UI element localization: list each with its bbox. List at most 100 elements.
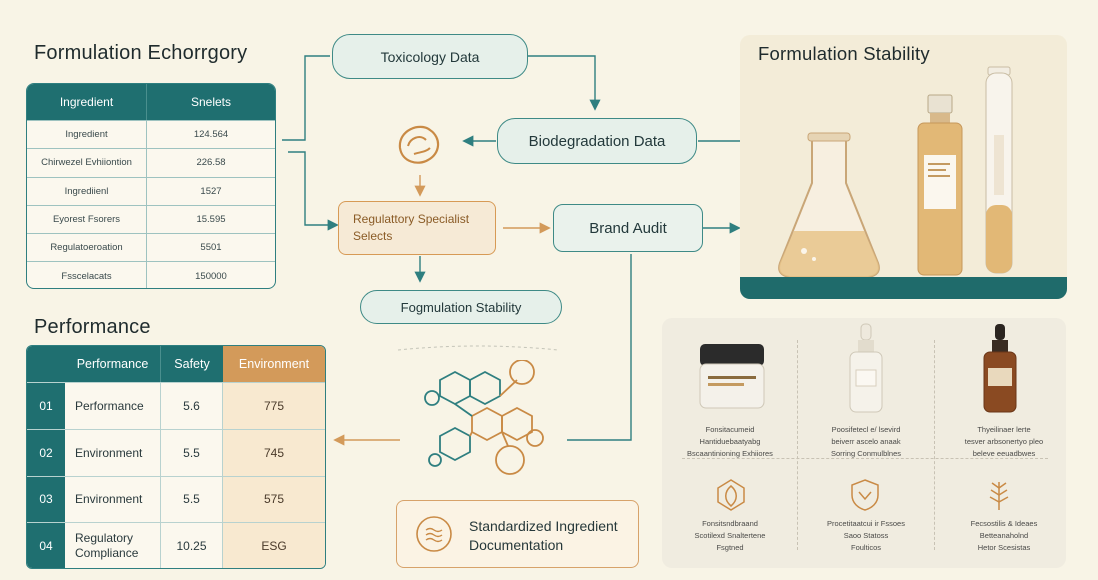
performance-title: Performance bbox=[34, 316, 151, 338]
product-note-text: Fsgtned bbox=[716, 543, 744, 552]
product-note-text: Scotilexd Snaltertene bbox=[694, 531, 766, 540]
left-title: Formulation Echorrgory bbox=[34, 42, 248, 64]
product-note-text: Saoo Statoss bbox=[843, 531, 889, 540]
table-row: 01 Performance 5.6 775 bbox=[27, 382, 325, 429]
product-text: beleve eeuadbwes bbox=[972, 449, 1036, 458]
table-row: 04 Regulatory Compliance 10.25 ESG bbox=[27, 522, 325, 568]
table-cell: 5501 bbox=[200, 242, 222, 254]
table-cell: 1527 bbox=[200, 185, 222, 197]
connector-table-regulatory bbox=[288, 151, 339, 231]
header-index bbox=[27, 346, 65, 382]
leaf-badge-icon bbox=[717, 479, 745, 511]
table-row: 02 Environment 5.5 745 bbox=[27, 428, 325, 476]
row-index: 02 bbox=[27, 429, 65, 476]
row-environment: 775 bbox=[223, 383, 325, 429]
table-cell: Eyorest Fsorers bbox=[27, 205, 147, 234]
row-safety: 5.6 bbox=[161, 383, 223, 429]
connector-tox-bio bbox=[528, 55, 601, 111]
documentation-line1: Standardized Ingredient bbox=[469, 518, 618, 534]
header-environment: Environment bbox=[223, 346, 325, 382]
stability-panel: Formulation Stability bbox=[740, 35, 1067, 299]
regulatory-line2: Selects bbox=[353, 229, 393, 243]
stability-title: Formulation Stability bbox=[758, 43, 930, 64]
organism-icon bbox=[398, 125, 440, 164]
product-note-text: Betteanaholnd bbox=[979, 531, 1029, 540]
table-cell: 150000 bbox=[195, 270, 227, 282]
connector-table-toxicology bbox=[282, 55, 330, 141]
row-environment: 575 bbox=[223, 476, 325, 523]
product-note-3: Fecsostilis & Ideaes Betteanaholnd Hetor… bbox=[944, 518, 1064, 554]
table-header: Ingredient Snelets bbox=[27, 84, 275, 120]
table-row: Eyorest Fsorers 15.595 bbox=[27, 204, 275, 234]
row-safety: 5.5 bbox=[161, 429, 223, 476]
header-snelets: Snelets bbox=[190, 95, 232, 109]
row-name: Environment bbox=[65, 476, 161, 523]
product-note-text: Hetor Scesistas bbox=[977, 543, 1031, 552]
test-tube-icon bbox=[985, 66, 1013, 274]
documentation-node: Standardized Ingredient Documentation bbox=[396, 500, 639, 568]
product-description-1: Fonsitacumeid Hantiduebaatyabg Bscaantin… bbox=[670, 424, 790, 460]
product-text: beiverr ascelo anaak bbox=[831, 437, 901, 446]
row-safety: 5.5 bbox=[161, 476, 223, 523]
table-row: Chirwezel Evhiiontion 226.58 bbox=[27, 148, 275, 177]
divider bbox=[797, 340, 798, 550]
row-index: 03 bbox=[27, 476, 65, 523]
biodegradation-node: Biodegradation Data bbox=[497, 118, 697, 164]
ingredients-table: Ingredient Snelets Ingredient 124.564 Chi… bbox=[26, 83, 276, 289]
product-text: Thyeilinaer lerte bbox=[977, 425, 1031, 434]
table-row: 03 Environment 5.5 575 bbox=[27, 475, 325, 523]
stability-node: Fogmulation Stability bbox=[360, 290, 562, 324]
table-cell: 15.595 bbox=[196, 214, 226, 226]
product-note-text: Fonsitsndbraand bbox=[702, 519, 758, 528]
toxicology-node: Toxicology Data bbox=[332, 34, 528, 79]
table-cell: 124.564 bbox=[193, 129, 229, 141]
row-environment: ESG bbox=[223, 523, 325, 568]
product-text: Poosifetecl e/ lsevird bbox=[831, 425, 901, 434]
brand-audit-node: Brand Audit bbox=[553, 204, 703, 252]
document-wave-icon bbox=[416, 516, 452, 552]
cream-jar-icon bbox=[699, 344, 765, 409]
table-header: Performance Safety Environment bbox=[27, 346, 325, 382]
regulatory-node: Regulattory Specialist Selects bbox=[338, 201, 496, 255]
row-name: Regulatory Compliance bbox=[65, 523, 161, 568]
product-note-2: Procetitaatcui ir Fssoes Saoo Statoss Fo… bbox=[806, 518, 926, 554]
flask-icon bbox=[778, 132, 880, 278]
shelf bbox=[740, 277, 1067, 299]
header-performance: Performance bbox=[65, 346, 161, 382]
regulatory-line1: Regulattory Specialist bbox=[353, 211, 470, 226]
row-index: 01 bbox=[27, 383, 65, 429]
molecule-icon bbox=[424, 360, 544, 475]
connector-brand-molecule bbox=[567, 254, 632, 441]
table-cell: Chirwezel Evhiiontion bbox=[27, 149, 147, 177]
product-description-2: Poosifetecl e/ lsevird beiverr ascelo an… bbox=[806, 424, 926, 460]
header-safety: Safety bbox=[161, 346, 223, 382]
table-row: Regulatoeroation 5501 bbox=[27, 233, 275, 262]
table-cell: Ingrediienl bbox=[27, 177, 147, 205]
row-safety: 10.25 bbox=[161, 523, 223, 568]
products-panel: Fonsitacumeid Hantiduebaatyabg Bscaantin… bbox=[662, 318, 1066, 568]
product-note-text: Fecsostilis & Ideaes bbox=[970, 519, 1038, 528]
molecule-dashed-arc bbox=[397, 345, 559, 351]
table-cell: Ingredient bbox=[27, 121, 147, 149]
dropper-bottle-white-icon bbox=[849, 323, 883, 413]
wheat-icon bbox=[989, 482, 1009, 510]
product-description-3: Thyeilinaer lerte tesver arbsonertyo ple… bbox=[944, 424, 1064, 460]
table-cell: 226.58 bbox=[196, 157, 226, 169]
header-ingredient: Ingredient bbox=[27, 84, 147, 120]
documentation-line2: Documentation bbox=[469, 536, 564, 553]
table-cell: Regulatoeroation bbox=[27, 234, 147, 262]
amber-bottle-icon bbox=[917, 94, 963, 276]
row-name: Performance bbox=[65, 383, 161, 429]
performance-table: Performance Safety Environment 01 Perfor… bbox=[26, 345, 326, 569]
product-text: Bscaantinioning Exhiiores bbox=[687, 449, 773, 458]
product-text: Hantiduebaatyabg bbox=[699, 437, 761, 446]
dropper-bottle-amber-icon bbox=[983, 324, 1017, 413]
row-environment: 745 bbox=[223, 429, 325, 476]
table-row: Ingredient 124.564 bbox=[27, 120, 275, 149]
divider bbox=[934, 340, 935, 550]
divider bbox=[682, 458, 1048, 459]
product-text: tesver arbsonertyo pleo bbox=[964, 437, 1044, 446]
product-text: Fonsitacumeid bbox=[705, 425, 755, 434]
